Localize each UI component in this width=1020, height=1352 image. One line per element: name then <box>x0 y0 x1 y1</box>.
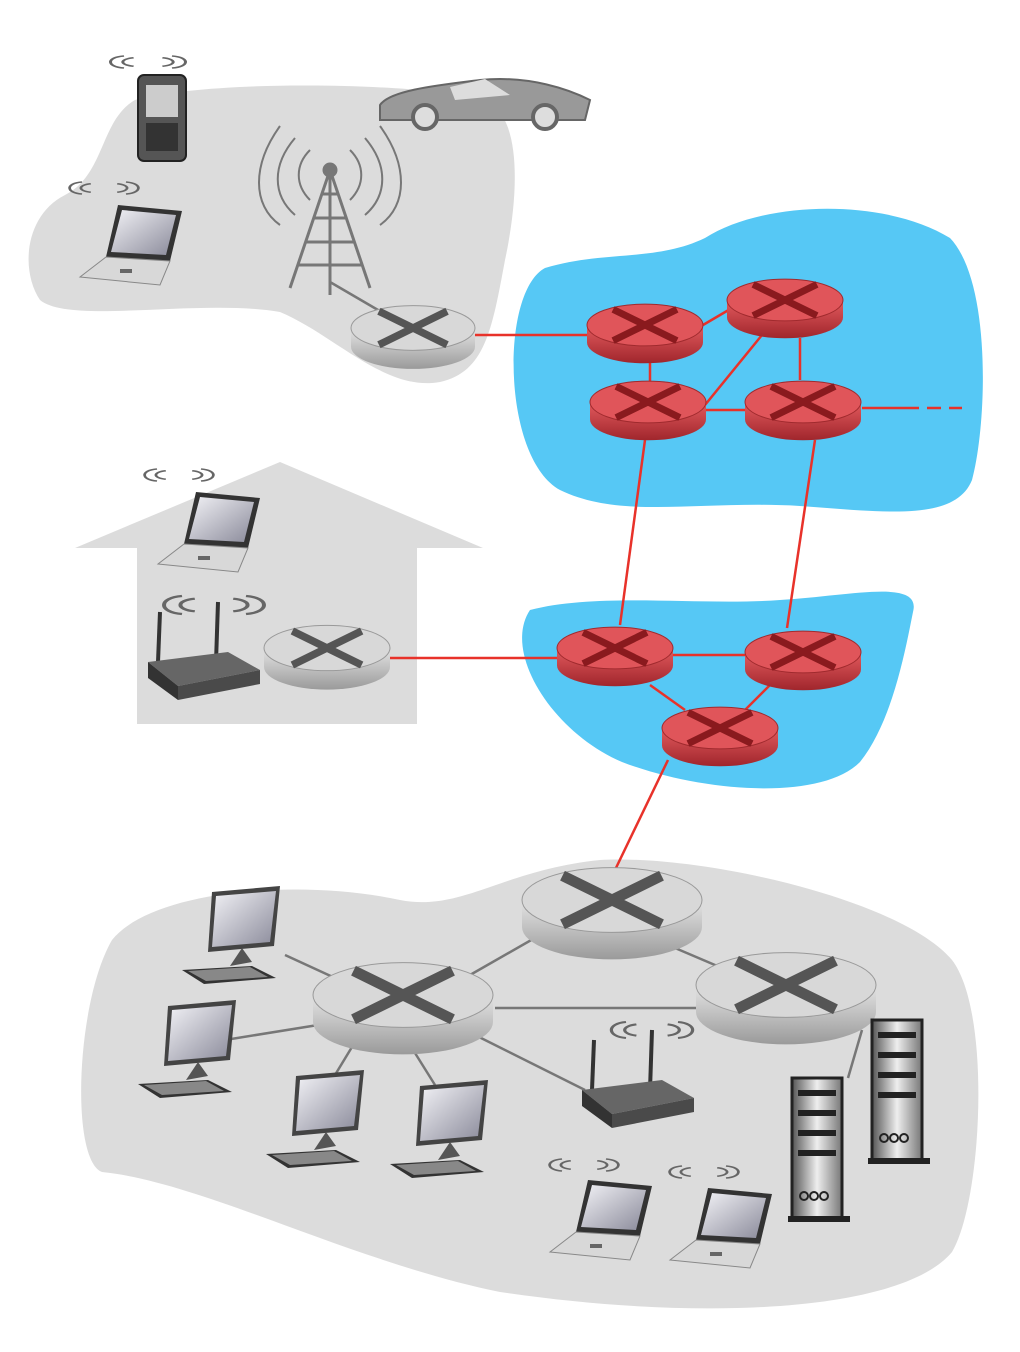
global-isp-region <box>513 208 983 512</box>
core-link <box>618 439 647 626</box>
core-router-icon <box>661 706 779 767</box>
edge-router-icon <box>263 624 391 690</box>
access-link <box>846 1029 864 1079</box>
core-router-icon <box>744 380 862 441</box>
access-link <box>224 1023 319 1042</box>
access-link <box>474 1033 586 1092</box>
server-icon <box>786 1076 852 1224</box>
smartphone-icon <box>137 74 187 162</box>
core-router-icon <box>726 278 844 339</box>
access-link <box>284 953 336 980</box>
edge-router-icon <box>350 305 476 369</box>
cell-tower-icon <box>258 125 402 295</box>
edge-router-icon <box>695 952 877 1045</box>
core-link <box>785 439 817 629</box>
wifi-signal-icon <box>108 54 188 70</box>
core-link <box>704 334 763 406</box>
edge-router-icon <box>312 962 494 1055</box>
core-router-icon <box>556 626 674 687</box>
core-router-icon <box>586 303 704 364</box>
core-link <box>744 684 771 711</box>
core-router-icon <box>744 630 862 691</box>
car-icon <box>379 78 592 131</box>
core-router-icon <box>589 380 707 441</box>
home-network-region <box>75 462 483 724</box>
edge-router-icon <box>521 867 703 960</box>
server-icon <box>866 1018 932 1166</box>
access-link <box>329 280 379 312</box>
wifi-signal-icon <box>143 467 215 483</box>
core-link <box>649 683 686 712</box>
core-link <box>613 759 670 871</box>
access-link <box>469 933 541 977</box>
